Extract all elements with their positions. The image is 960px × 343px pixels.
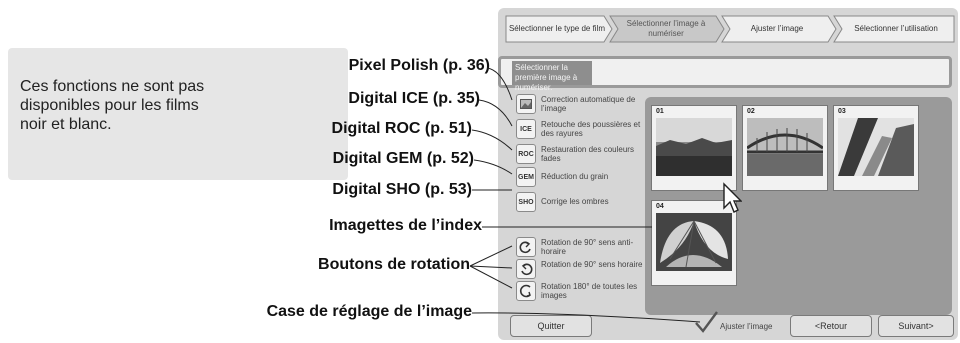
rotate-left-icon: [519, 241, 531, 254]
checkmark-icon[interactable]: [693, 309, 719, 335]
callout-digital-ice: Digital ICE (p. 35): [348, 90, 480, 107]
tool-roc[interactable]: ROC Restauration des couleurs fades: [516, 144, 642, 164]
prompt-label: Sélectionner la première image à numéris…: [512, 61, 592, 92]
thumbnail-image: [838, 118, 914, 176]
thumbnail-item[interactable]: 02: [742, 105, 828, 191]
digital-gem-button[interactable]: GEM: [516, 167, 536, 187]
step-arrows: [505, 15, 955, 43]
tool-label-rotate-180: Rotation 180° de toutes les images: [541, 282, 638, 300]
thumbnail-grid: 01 02 03: [645, 97, 952, 315]
pixel-polish-button[interactable]: [516, 94, 536, 114]
rotate-180-button[interactable]: [516, 281, 536, 301]
thumbnail-number: 01: [656, 108, 664, 115]
step-film-type[interactable]: Sélectionner le type de film: [508, 24, 606, 33]
rotate-ccw-button[interactable]: [516, 237, 536, 257]
note-text: Ces fonctions ne sont pas disponibles po…: [20, 78, 205, 133]
digital-ice-button[interactable]: ICE: [516, 119, 536, 139]
auto-correct-icon: [520, 99, 532, 109]
step-select-image[interactable]: Sélectionner l’image à numériser: [626, 19, 706, 38]
thumbnail-image: [656, 118, 732, 176]
callout-digital-sho: Digital SHO (p. 53): [332, 181, 472, 198]
next-button[interactable]: Suivant>: [878, 315, 954, 337]
tool-label-auto-correction: Correction automatique de l’image: [541, 95, 636, 113]
callout-index-thumbnails: Imagettes de l’index: [329, 217, 482, 234]
digital-roc-button[interactable]: ROC: [516, 144, 536, 164]
adjust-image-checkbox-label[interactable]: Ajuster l’image: [720, 322, 773, 331]
thumbnail-number: 03: [838, 108, 846, 115]
thumbnail-number: 04: [656, 203, 664, 210]
tool-label-gem: Réduction du grain: [541, 172, 609, 181]
rotate-cw-button[interactable]: [516, 259, 536, 279]
tool-label-rotate-ccw: Rotation de 90° sens anti-horaire: [541, 238, 634, 256]
tool-label-sho: Corrige les ombres: [541, 197, 609, 206]
tool-gem[interactable]: GEM Réduction du grain: [516, 167, 642, 187]
thumbnail-image: [656, 213, 732, 271]
tool-label-ice: Retouche des poussières et des rayures: [541, 120, 641, 138]
callout-digital-gem: Digital GEM (p. 52): [332, 150, 474, 167]
callout-digital-roc: Digital ROC (p. 51): [331, 120, 472, 137]
rotate-180-icon: [519, 284, 531, 298]
note-box: Ces fonctions ne sont pas disponibles po…: [8, 48, 348, 180]
tool-ice[interactable]: ICE Retouche des poussières et des rayur…: [516, 119, 642, 139]
thumbnail-image: [747, 118, 823, 176]
step-adjust-image[interactable]: Ajuster l’image: [750, 24, 804, 33]
thumbnail-number: 02: [747, 108, 755, 115]
rotate-cw[interactable]: Rotation de 90° sens horaire: [516, 259, 642, 279]
thumbnail-item[interactable]: 04: [651, 200, 737, 286]
back-button[interactable]: <Retour: [790, 315, 872, 337]
thumbnail-item[interactable]: 03: [833, 105, 919, 191]
thumbnail-item[interactable]: 01: [651, 105, 737, 191]
rotate-right-icon: [521, 263, 533, 276]
quit-button[interactable]: Quitter: [510, 315, 592, 337]
mouse-pointer-icon: [723, 182, 742, 213]
step-select-use[interactable]: Sélectionner l’utilisation: [854, 24, 938, 33]
digital-sho-button[interactable]: SHO: [516, 192, 536, 212]
callout-pixel-polish: Pixel Polish (p. 36): [348, 57, 490, 74]
rotate-ccw[interactable]: Rotation de 90° sens anti-horaire: [516, 237, 642, 257]
rotate-180[interactable]: Rotation 180° de toutes les images: [516, 281, 642, 301]
callout-rotation-buttons: Boutons de rotation: [318, 256, 470, 273]
tool-label-rotate-cw: Rotation de 90° sens horaire: [541, 260, 643, 269]
tool-sho[interactable]: SHO Corrige les ombres: [516, 192, 642, 212]
callout-image-adjust-box: Case de réglage de l’image: [266, 303, 472, 320]
tool-label-roc: Restauration des couleurs fades: [541, 145, 634, 163]
tool-auto-correction[interactable]: Correction automatique de l’image: [516, 94, 642, 114]
